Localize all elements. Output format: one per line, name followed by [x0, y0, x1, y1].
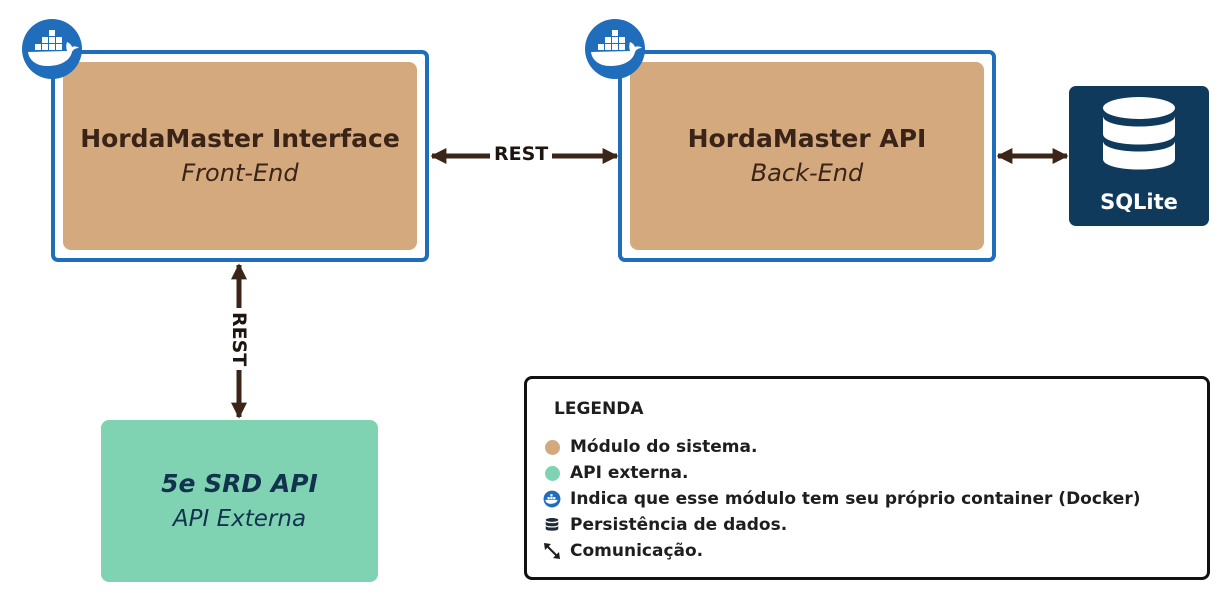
database-icon [543, 516, 561, 534]
backend-module: HordaMaster API Back-End [618, 50, 996, 262]
frontend-module-body: HordaMaster Interface Front-End [63, 62, 417, 250]
front-external-label: REST [228, 308, 250, 371]
legend-item-label: Comunicação. [570, 541, 704, 561]
frontend-subtitle: Front-End [181, 159, 299, 187]
legend: LEGENDA Módulo do sistema. API externa. … [524, 376, 1210, 580]
legend-item-module: Módulo do sistema. [543, 434, 757, 460]
frontend-title: HordaMaster Interface [80, 124, 400, 153]
legend-item-communication: Comunicação. [543, 538, 703, 564]
sqlite-database: SQLite [1069, 86, 1209, 226]
legend-item-label: API externa. [570, 463, 689, 483]
front-back-label: REST [490, 143, 553, 165]
backend-title: HordaMaster API [687, 124, 927, 153]
external-dot-icon [543, 464, 561, 482]
external-title: 5e SRD API [161, 469, 318, 498]
legend-item-label: Indica que esse módulo tem seu próprio c… [570, 489, 1141, 509]
legend-item-docker: Indica que esse módulo tem seu próprio c… [543, 486, 1140, 512]
docker-icon [585, 19, 645, 79]
legend-title: LEGENDA [554, 399, 644, 419]
database-label: SQLite [1100, 190, 1178, 214]
backend-subtitle: Back-End [750, 159, 864, 187]
backend-module-body: HordaMaster API Back-End [630, 62, 984, 250]
legend-item-external: API externa. [543, 460, 688, 486]
frontend-module: HordaMaster Interface Front-End [51, 50, 429, 262]
external-api-module: 5e SRD API API Externa [101, 420, 378, 582]
docker-icon [543, 490, 561, 508]
legend-item-label: Módulo do sistema. [570, 437, 758, 457]
legend-item-label: Persistência de dados. [570, 515, 788, 535]
module-dot-icon [543, 438, 561, 456]
external-subtitle: API Externa [172, 506, 307, 532]
database-icon [1103, 97, 1175, 170]
legend-item-database: Persistência de dados. [543, 512, 787, 538]
double-arrow-icon [543, 542, 561, 560]
docker-icon [22, 19, 82, 79]
